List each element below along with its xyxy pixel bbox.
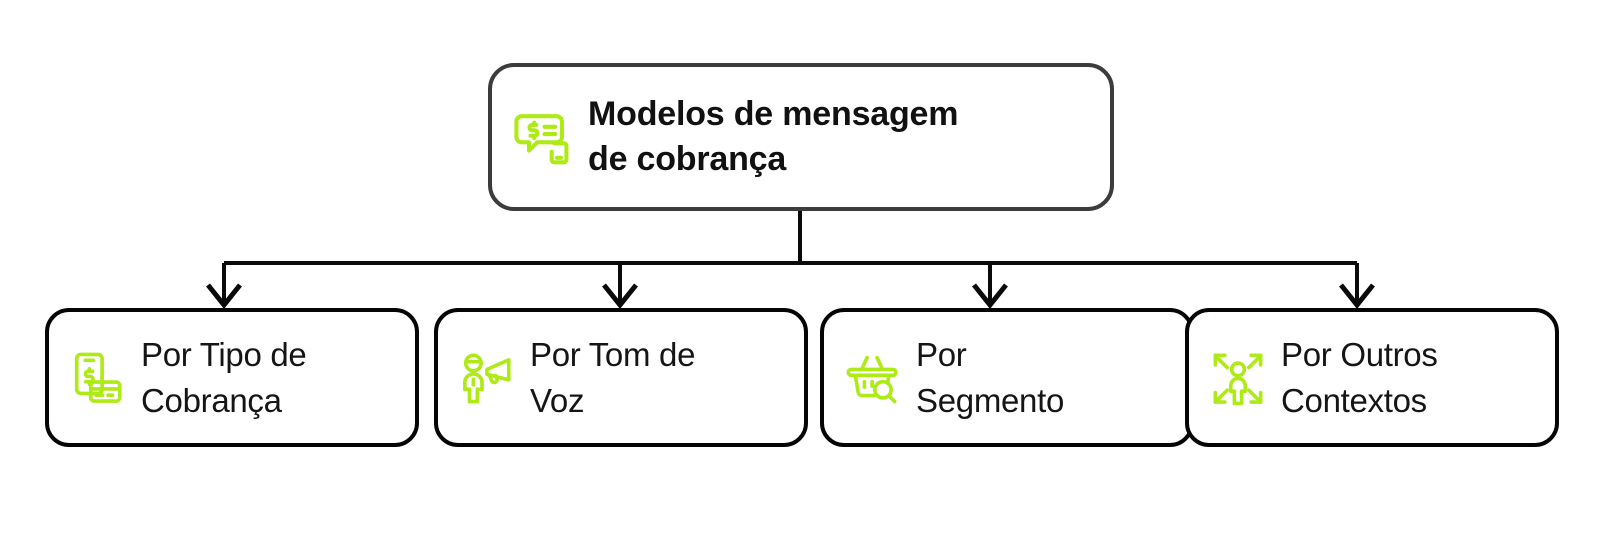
arrowhead-1-icon — [206, 283, 242, 310]
child-node-por-tom-de-voz[interactable]: Por Tom de Voz — [434, 308, 808, 447]
child-node-label: Por Tom de Voz — [530, 335, 696, 419]
person-expand-arrows-icon — [1213, 353, 1263, 405]
arrowhead-2-icon — [602, 283, 638, 310]
phone-money-card-icon — [74, 352, 122, 403]
root-node-label: Modelos de mensagem de cobrança — [588, 95, 959, 178]
chat-bubble-money-phone-icon — [514, 114, 569, 165]
child-node-por-outros-contextos[interactable]: Por Outros Contextos — [1185, 308, 1559, 447]
person-megaphone-icon — [462, 353, 511, 403]
child-node-label: Por Tipo de Cobrança — [141, 335, 307, 419]
basket-search-icon — [846, 355, 898, 403]
arrowhead-3-icon — [972, 283, 1008, 310]
root-node[interactable]: Modelos de mensagem de cobrança — [488, 63, 1114, 211]
arrowhead-4-icon — [1339, 283, 1375, 310]
child-node-label: Por Outros Contextos — [1281, 335, 1438, 419]
child-node-label: Por Segmento — [916, 335, 1065, 419]
child-node-por-segmento[interactable]: Por Segmento — [820, 308, 1194, 447]
child-node-por-tipo-de-cobranca[interactable]: Por Tipo de Cobrança — [45, 308, 419, 447]
